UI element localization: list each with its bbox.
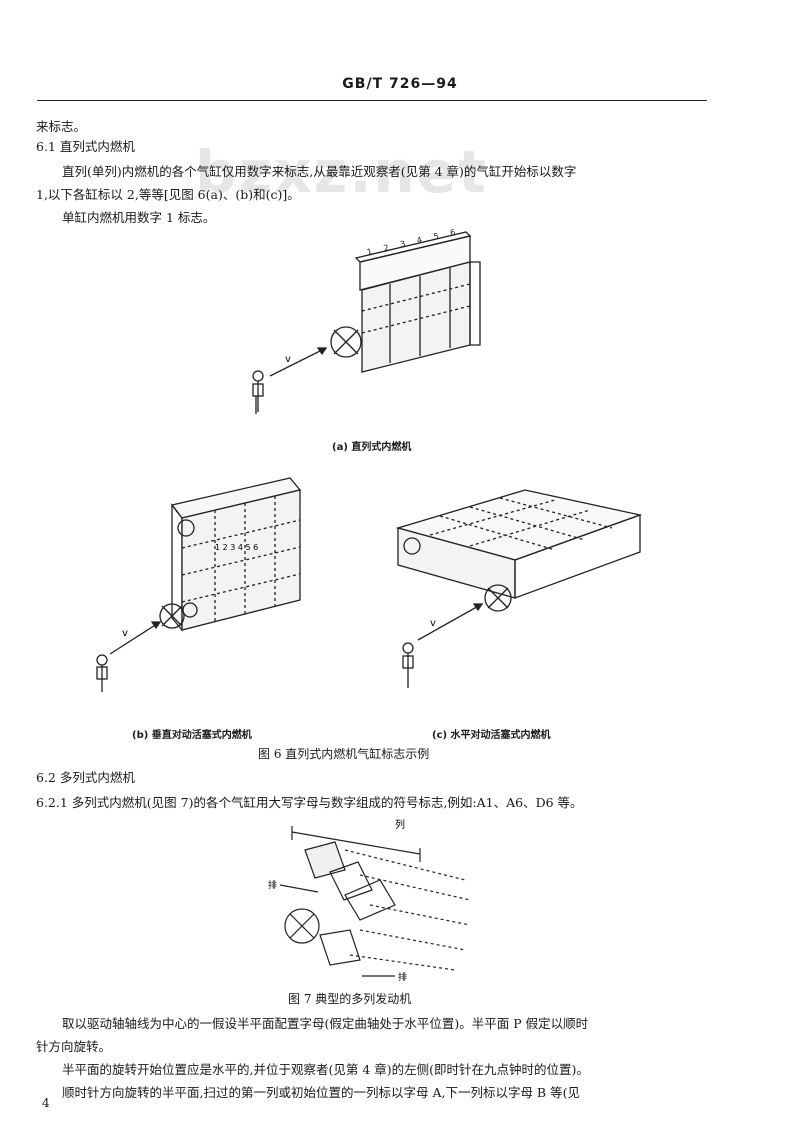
paragraph: 取以驱动轴轴线为中心的一假设半平面配置字母(假定曲轴处于水平位置)。半平面 P … (62, 1016, 589, 1031)
caption-6a: (a) 直列式内燃机 (332, 442, 412, 453)
page-number: 4 (42, 1096, 50, 1110)
paragraph: 针方向旋转。 (36, 1039, 112, 1054)
section-6-1-title: 6.1 直列式内燃机 (36, 139, 135, 154)
view-direction-label: v (285, 354, 291, 365)
header-rule (37, 100, 707, 101)
paragraph: 单缸内燃机用数字 1 标志。 (62, 210, 216, 225)
paragraph: 半平面的旋转开始位置应是水平的,并位于观察者(见第 4 章)的左侧(即时针在九点… (62, 1062, 589, 1077)
svg-text:v: v (430, 618, 436, 629)
paragraph: 1,以下各缸标以 2,等等[见图 6(a)、(b)和(c)]。 (36, 187, 300, 202)
section-6-2-title: 6.2 多列式内燃机 (36, 770, 135, 785)
caption-6c: (c) 水平对动活塞式内燃机 (432, 730, 551, 741)
section-6-2-1: 6.2.1 多列式内燃机(见图 7)的各个气缸用大写字母与数字组成的符号标志,例… (36, 795, 583, 810)
svg-text:v: v (122, 628, 128, 639)
svg-text:列: 列 (395, 818, 405, 831)
svg-text:1 2 3 4 5 6: 1 2 3 4 5 6 (215, 543, 258, 552)
svg-text:排: 排 (398, 971, 407, 983)
figure-6-caption: 图 6 直列式内燃机气缸标志示例 (258, 747, 430, 761)
svg-text:排: 排 (268, 879, 277, 891)
continuation-text: 来标志。 (36, 119, 87, 134)
paragraph: 顺时针方向旋转的半平面,扫过的第一列或初始位置的一列标以字母 A,下一列标以字母… (62, 1085, 580, 1100)
figure-7-caption: 图 7 典型的多列发动机 (288, 992, 412, 1006)
caption-6b: (b) 垂直对动活塞式内燃机 (132, 730, 252, 741)
page-header: GB/T 726—94 (342, 76, 458, 92)
watermark: bzxz.net (195, 138, 488, 206)
paragraph: 直列(单列)内燃机的各个气缸仅用数字来标志,从最靠近观察者(见第 4 章)的气缸… (62, 164, 577, 179)
